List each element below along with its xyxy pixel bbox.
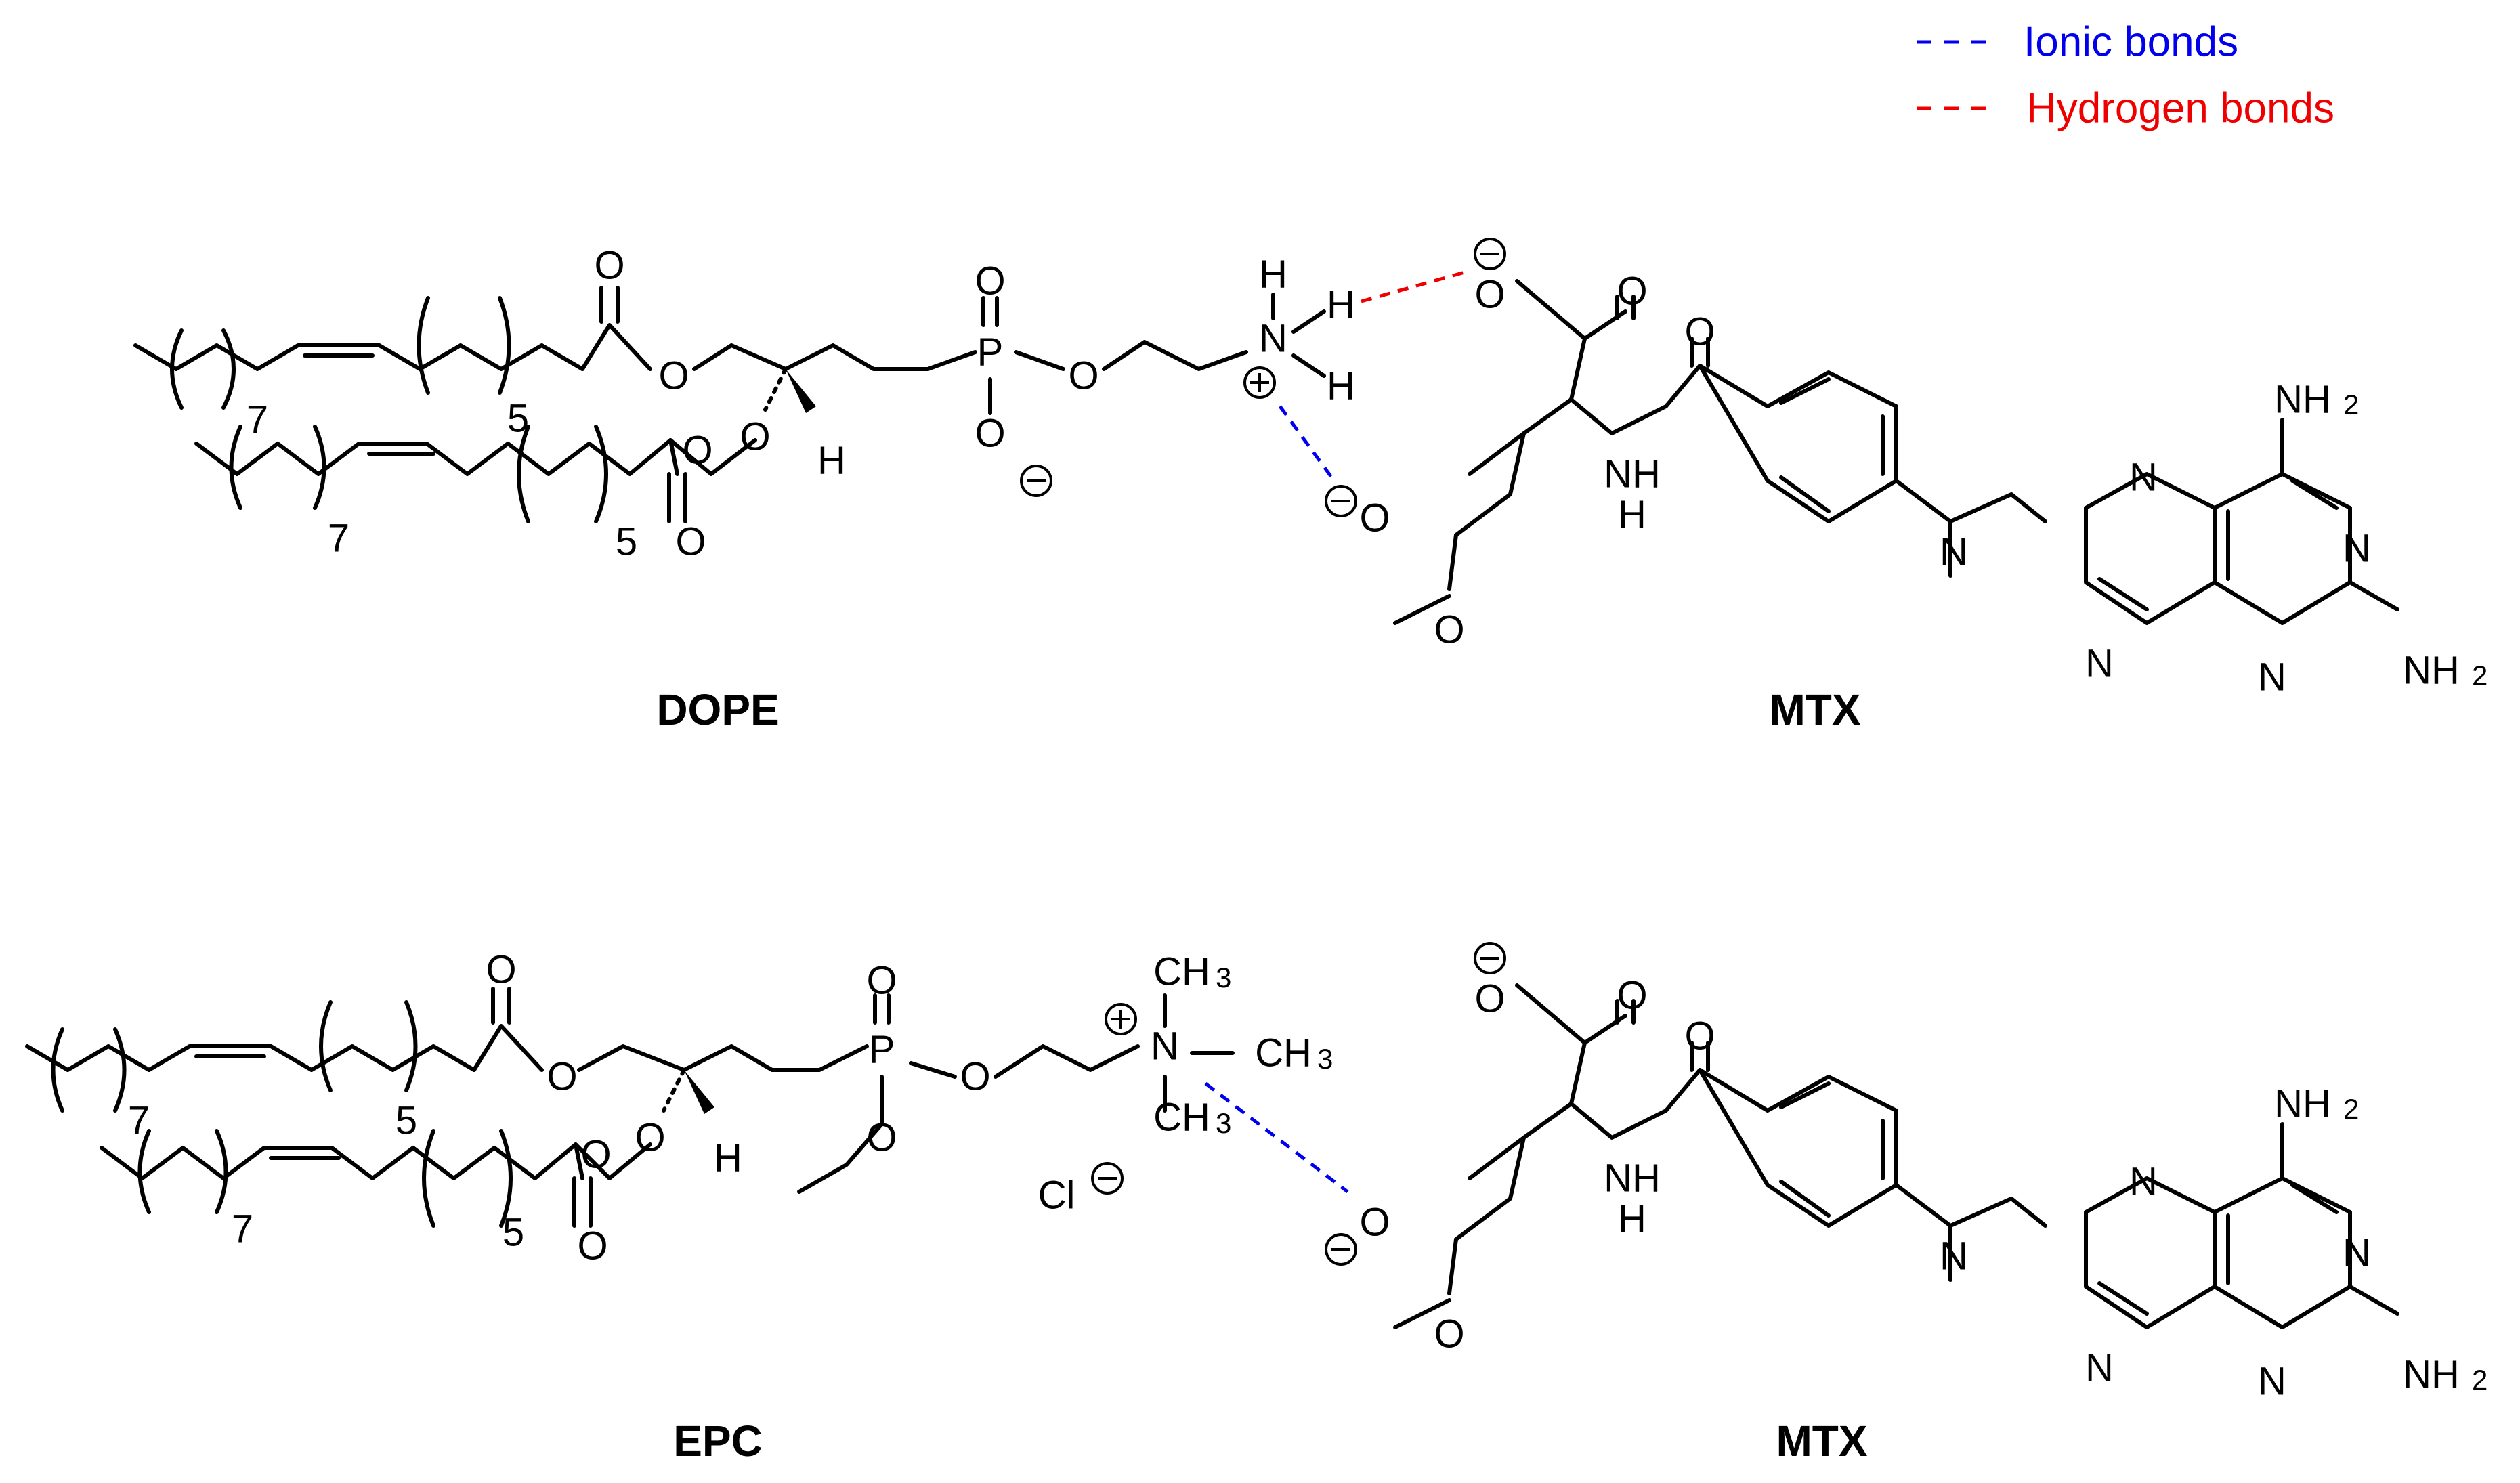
svg-text:O: O <box>1684 1014 1715 1058</box>
svg-text:O: O <box>547 1055 577 1099</box>
svg-text:CH: CH <box>1255 1031 1312 1075</box>
svg-text:H: H <box>1327 364 1355 408</box>
legend: Ionic bonds Hydrogen bonds <box>1917 19 2334 132</box>
svg-text:NH: NH <box>2274 1082 2331 1126</box>
svg-text:H: H <box>714 1136 742 1180</box>
svg-text:5: 5 <box>616 520 637 564</box>
svg-text:N: N <box>1940 530 1968 574</box>
svg-text:O: O <box>675 520 706 564</box>
svg-text:N: N <box>2129 456 2158 500</box>
svg-text:O: O <box>1434 608 1464 652</box>
svg-text:N: N <box>1151 1025 1179 1069</box>
svg-text:N: N <box>1940 1234 1968 1278</box>
svg-text:O: O <box>975 259 1005 303</box>
svg-text:O: O <box>1474 273 1505 317</box>
svg-text:O: O <box>682 429 712 473</box>
svg-text:H: H <box>1618 1197 1646 1241</box>
svg-text:N: N <box>2258 655 2286 700</box>
dope-minus-charge <box>1020 465 1052 497</box>
svg-text:NH: NH <box>2403 649 2460 693</box>
svg-text:Cl: Cl <box>1038 1174 1075 1218</box>
svg-text:NH: NH <box>1604 1157 1661 1201</box>
svg-text:NH: NH <box>1604 452 1661 496</box>
svg-text:O: O <box>740 415 770 459</box>
svg-text:2: 2 <box>2472 1364 2487 1396</box>
svg-text:H: H <box>1327 283 1355 327</box>
svg-text:N: N <box>2085 642 2114 686</box>
svg-text:H: H <box>1259 253 1287 297</box>
svg-text:7: 7 <box>128 1099 150 1143</box>
svg-text:3: 3 <box>1317 1043 1333 1075</box>
svg-text:N: N <box>1259 317 1287 361</box>
svg-text:O: O <box>1068 354 1098 398</box>
svg-text:O: O <box>635 1116 665 1160</box>
svg-text:O: O <box>658 354 689 398</box>
ionic-bond-top <box>1278 405 1336 482</box>
mtx-label-bottom: MTX <box>1776 1417 1867 1465</box>
svg-text:3: 3 <box>1216 1107 1231 1139</box>
svg-text:H: H <box>817 439 846 483</box>
epc-label: EPC <box>673 1417 763 1465</box>
svg-text:7: 7 <box>328 517 349 561</box>
svg-text:O: O <box>1684 310 1715 354</box>
svg-text:O: O <box>1434 1312 1464 1356</box>
svg-text:O: O <box>486 948 516 992</box>
svg-text:O: O <box>1474 977 1505 1021</box>
dope-plus-charge <box>1243 366 1276 399</box>
svg-text:7: 7 <box>247 398 268 442</box>
svg-text:2: 2 <box>2343 1093 2359 1125</box>
svg-text:5: 5 <box>396 1099 417 1143</box>
svg-text:2: 2 <box>2343 389 2359 421</box>
svg-text:5: 5 <box>503 1211 524 1255</box>
epc-structure: O O O H O P O O N CH 3 CH 3 CH 3 Cl O O … <box>25 948 1333 1268</box>
svg-text:O: O <box>1617 974 1647 1018</box>
svg-text:O: O <box>1617 270 1647 314</box>
svg-text:CH: CH <box>1153 950 1210 994</box>
mtx-structure-bottom: O O O NH H N N N N N NH 2 NH 2 O O <box>1325 942 2487 1404</box>
legend-ionic-label: Ionic bonds <box>2024 19 2238 66</box>
svg-text:O: O <box>580 1133 611 1177</box>
svg-text:NH: NH <box>2274 378 2331 422</box>
svg-text:O: O <box>577 1224 607 1268</box>
svg-text:O: O <box>960 1055 990 1099</box>
mtx-structure-top: O O O NH H N N N N N NH 2 NH 2 O O <box>1325 238 2487 700</box>
svg-text:O: O <box>1359 496 1390 540</box>
svg-text:7: 7 <box>232 1207 253 1251</box>
svg-text:O: O <box>866 959 897 1003</box>
svg-text:NH: NH <box>2403 1353 2460 1397</box>
dope-label: DOPE <box>656 685 779 734</box>
svg-text:O: O <box>866 1116 897 1160</box>
svg-text:O: O <box>975 412 1005 456</box>
svg-text:H: H <box>1618 493 1646 537</box>
svg-text:N: N <box>2343 1231 2371 1275</box>
svg-text:P: P <box>869 1028 895 1072</box>
svg-text:2: 2 <box>2472 660 2487 691</box>
svg-text:5: 5 <box>507 397 529 441</box>
mtx-label-top: MTX <box>1769 685 1860 734</box>
dope-structure: O O O H O P O O N H H H O O 7 7 5 5 <box>133 244 1355 564</box>
svg-text:N: N <box>2258 1360 2286 1404</box>
legend-hydrogen-label: Hydrogen bonds <box>2026 85 2334 132</box>
svg-text:CH: CH <box>1153 1096 1210 1140</box>
svg-text:O: O <box>594 244 624 288</box>
svg-text:P: P <box>977 330 1004 374</box>
svg-text:N: N <box>2129 1160 2158 1204</box>
hydrogen-bond-top <box>1361 269 1470 303</box>
svg-text:O: O <box>1359 1201 1390 1245</box>
svg-text:N: N <box>2085 1346 2114 1390</box>
svg-text:3: 3 <box>1216 962 1231 993</box>
svg-text:N: N <box>2343 527 2371 571</box>
